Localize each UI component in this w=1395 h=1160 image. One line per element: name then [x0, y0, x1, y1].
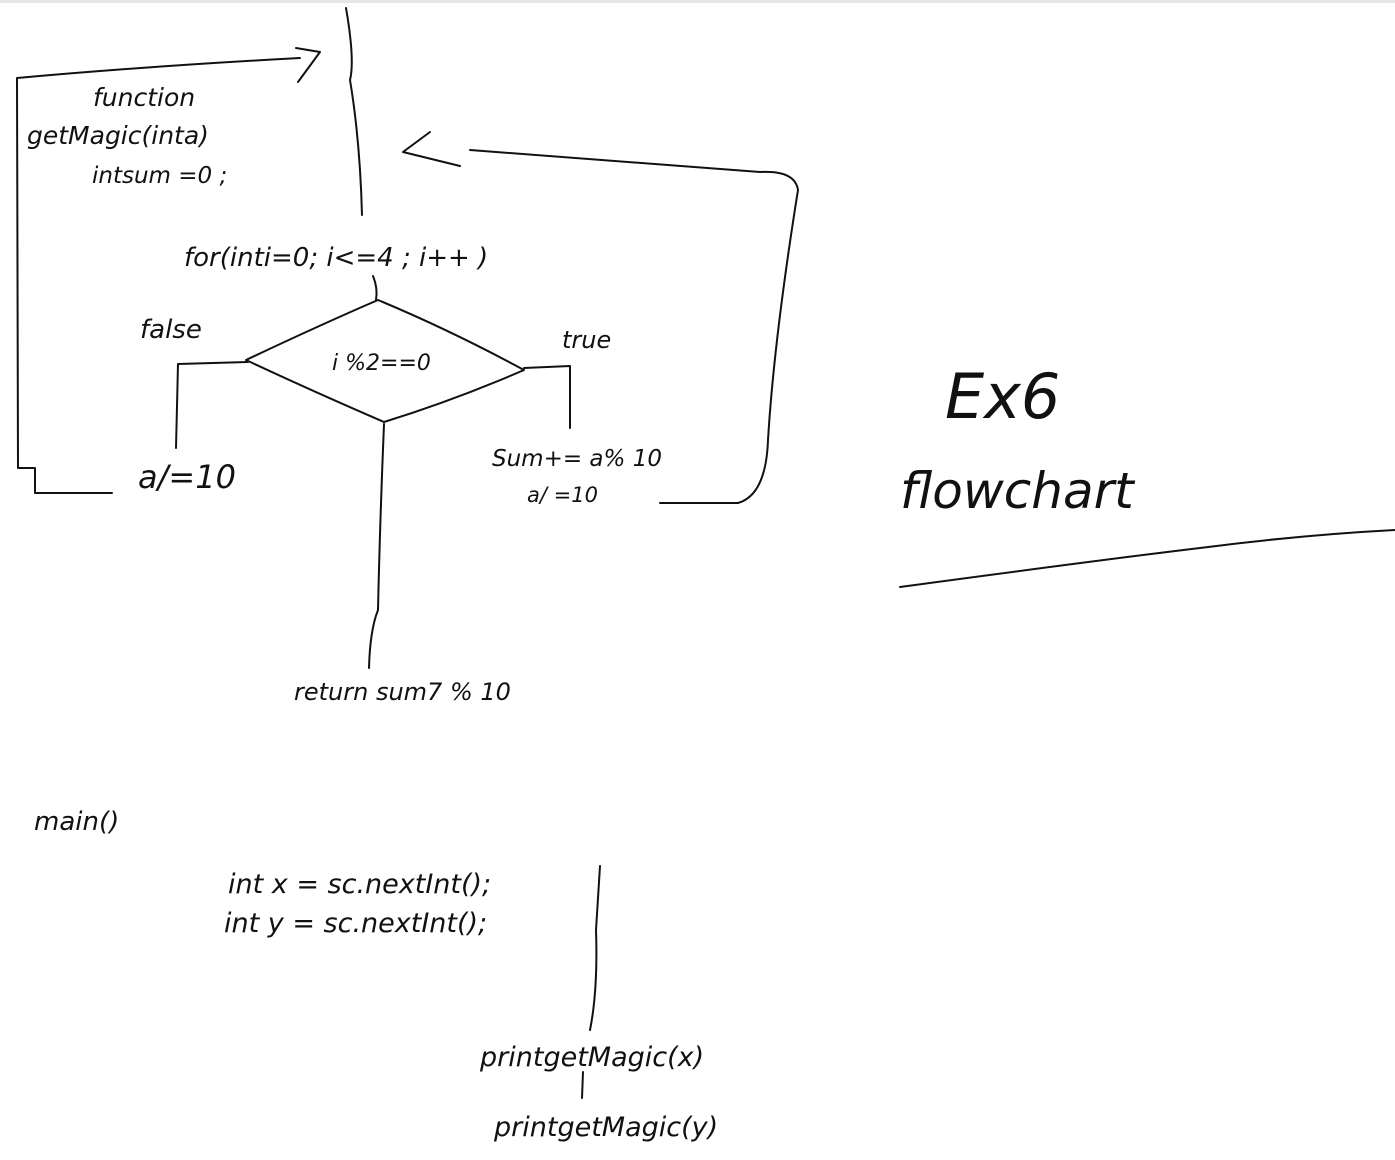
header-to-decision-line — [372, 275, 378, 301]
loop-header: for(inti=0; i<=4 ; i++ ) — [184, 243, 488, 273]
top-arrowhead — [295, 47, 321, 83]
true-branch-line — [523, 365, 571, 429]
title-ex6: Ex6 — [945, 360, 1060, 433]
decision-diamond — [245, 299, 525, 423]
true-loop-arrowhead — [402, 131, 461, 167]
main-to-print-line — [589, 865, 601, 1031]
title-flowchart: flowchart — [900, 462, 1136, 520]
decision-to-return-line — [368, 423, 385, 669]
function-keyword: function — [93, 83, 195, 112]
print-magic-x: printgetMagic(x) — [479, 1042, 704, 1073]
function-init-sum: intsum =0 ; — [92, 163, 227, 189]
main-flow-line-top — [345, 7, 363, 216]
title-underline — [899, 529, 1395, 588]
true-label: true — [562, 326, 611, 354]
false-loop-line — [16, 57, 301, 494]
main-read-x: int x = sc.nextInt(); — [228, 869, 491, 900]
function-signature: getMagic(inta) — [27, 121, 209, 150]
false-branch-statement: a/=10 — [138, 458, 236, 496]
true-branch-sum-statement: Sum+= a% 10 — [492, 446, 662, 472]
decision-condition: i %2==0 — [332, 351, 431, 376]
main-header: main() — [34, 807, 119, 837]
false-label: false — [140, 315, 202, 345]
return-statement: return sum7 % 10 — [294, 678, 511, 706]
true-branch-divide-statement: a/ =10 — [527, 483, 598, 507]
true-loop-line — [469, 149, 799, 504]
top-border — [0, 0, 1395, 3]
print-magic-y: printgetMagic(y) — [493, 1112, 718, 1143]
main-read-y: int y = sc.nextInt(); — [224, 908, 487, 939]
false-branch-line — [175, 361, 249, 449]
print-to-print-line — [581, 1071, 584, 1099]
